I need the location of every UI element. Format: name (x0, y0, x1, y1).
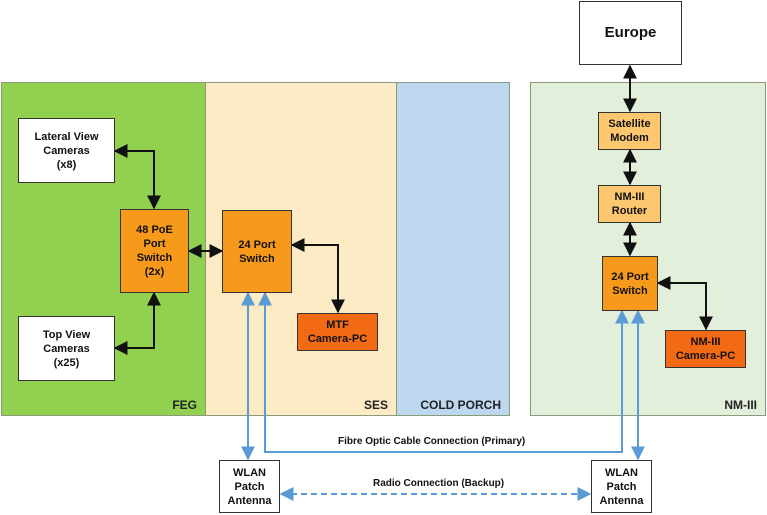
mtf-camera-pc-node: MTF Camera-PC (297, 313, 378, 351)
satellite-modem-node: Satellite Modem (598, 112, 661, 150)
europe-node: Europe (579, 1, 682, 65)
nm3-camera-pc-node: NM-III Camera-PC (665, 330, 746, 368)
zone-cold-porch-label: COLD PORCH (420, 398, 501, 412)
zone-nm3-label: NM-III (724, 398, 757, 412)
zone-feg-label: FEG (172, 398, 197, 412)
radio-connection-label: Radio Connection (Backup) (373, 478, 505, 489)
poe-switch-node: 48 PoE Port Switch (2x) (120, 209, 189, 293)
top-cameras-node: Top View Cameras (x25) (18, 316, 115, 381)
zone-cold-porch: COLD PORCH (396, 82, 510, 416)
wlan-antenna-left-node: WLAN Patch Antenna (219, 460, 280, 513)
ses-switch-node: 24 Port Switch (222, 210, 292, 293)
nm3-router-node: NM-III Router (598, 185, 661, 223)
fibre-connection-label: Fibre Optic Cable Connection (Primary) (338, 436, 526, 447)
zone-ses-label: SES (363, 398, 388, 412)
lateral-cameras-node: Lateral View Cameras (x8) (18, 118, 115, 183)
nm3-switch-node: 24 Port Switch (602, 256, 658, 311)
wlan-antenna-right-node: WLAN Patch Antenna (591, 460, 652, 513)
